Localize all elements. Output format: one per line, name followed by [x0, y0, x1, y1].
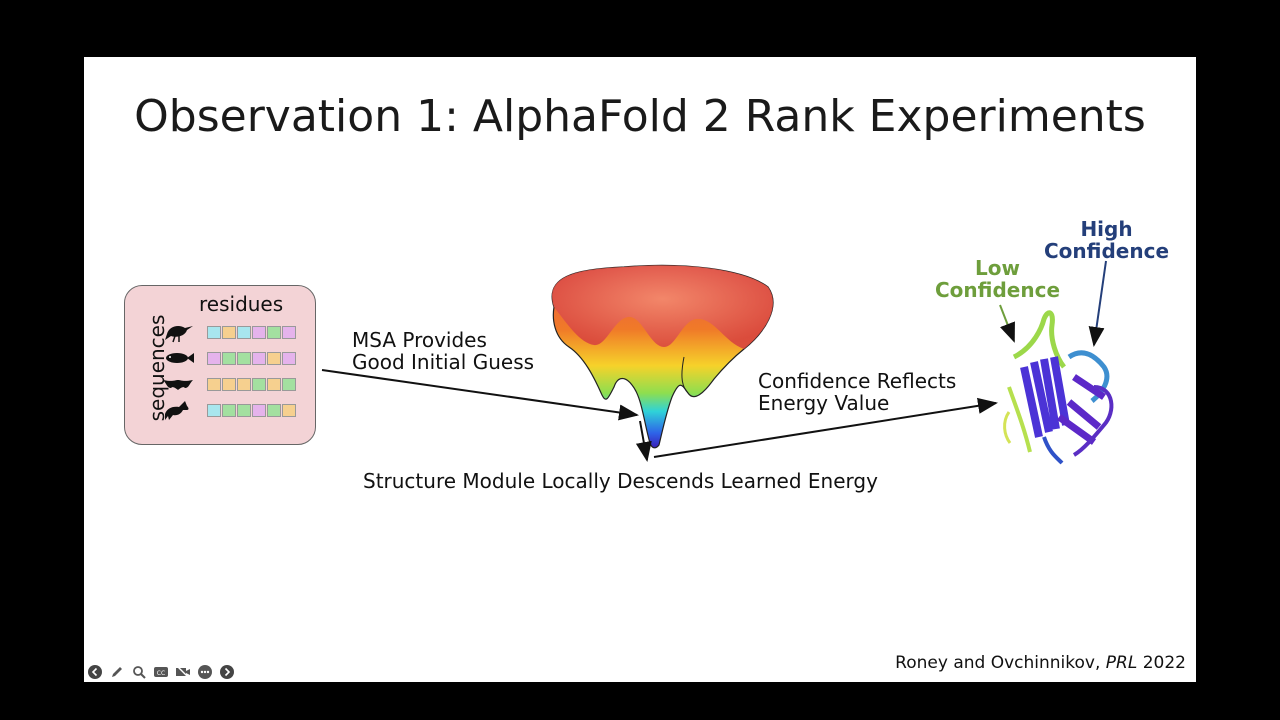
pen-icon[interactable] — [108, 663, 126, 681]
msa-row — [207, 404, 297, 418]
high-confidence-line1: High — [1080, 217, 1133, 241]
high-confidence-label: High Confidence — [1044, 218, 1169, 262]
msa-cell — [282, 352, 296, 365]
msa-cell — [222, 352, 236, 365]
protein-structure — [1003, 310, 1114, 465]
msa-cell — [282, 378, 296, 391]
presentation-controls: CC — [86, 663, 236, 681]
msa-cell — [237, 352, 251, 365]
msa-cell — [207, 326, 221, 339]
msa-cell — [237, 326, 251, 339]
citation: Roney and Ovchinnikov, PRL 2022 — [895, 653, 1186, 673]
structure-label: Structure Module Locally Descends Learne… — [363, 469, 878, 493]
msa-label-line2: Good Initial Guess — [352, 350, 535, 374]
msa-cell — [222, 378, 236, 391]
low-confidence-label: Low Confidence — [935, 257, 1060, 301]
fish-icon — [161, 346, 195, 370]
bird-icon — [161, 320, 195, 344]
msa-cell — [237, 378, 251, 391]
more-icon[interactable] — [196, 663, 214, 681]
captions-icon[interactable]: CC — [152, 663, 170, 681]
msa-cell — [282, 326, 296, 339]
confidence-label-line1: Confidence Reflects — [758, 369, 957, 393]
msa-row — [207, 326, 297, 340]
zoom-icon[interactable] — [130, 663, 148, 681]
msa-cell — [222, 326, 236, 339]
svg-text:CC: CC — [157, 670, 165, 677]
msa-cell — [237, 404, 251, 417]
citation-journal: PRL — [1105, 653, 1138, 673]
msa-cell — [267, 352, 281, 365]
msa-cell — [252, 326, 266, 339]
msa-cell — [207, 352, 221, 365]
msa-cell — [282, 404, 296, 417]
msa-cell — [252, 378, 266, 391]
low-confidence-line1: Low — [975, 256, 1020, 280]
energy-landscape — [551, 264, 774, 449]
citation-authors: Roney and Ovchinnikov, — [895, 653, 1106, 673]
bat-icon — [161, 372, 195, 396]
horse-icon — [161, 398, 195, 422]
msa-row — [207, 352, 297, 366]
confidence-label-line2: Energy Value — [758, 391, 890, 415]
msa-cell — [252, 404, 266, 417]
slide-title: Observation 1: AlphaFold 2 Rank Experime… — [134, 91, 1146, 142]
msa-cell — [207, 404, 221, 417]
msa-label-line1: MSA Provides — [352, 328, 487, 352]
low-confidence-line2: Confidence — [935, 278, 1061, 302]
msa-cell — [267, 404, 281, 417]
msa-row — [207, 378, 297, 392]
residues-label: residues — [199, 292, 284, 316]
msa-cell — [267, 326, 281, 339]
msa-cell — [222, 404, 236, 417]
msa-cell — [252, 352, 266, 365]
camera-off-icon[interactable] — [174, 663, 192, 681]
msa-cell — [207, 378, 221, 391]
msa-cell — [267, 378, 281, 391]
slide: Observation 1: AlphaFold 2 Rank Experime… — [84, 57, 1196, 682]
prev-icon[interactable] — [86, 663, 104, 681]
msa-box: residues sequences — [124, 285, 316, 445]
citation-year: 2022 — [1137, 653, 1186, 673]
high-confidence-line2: Confidence — [1044, 239, 1170, 263]
next-icon[interactable] — [218, 663, 236, 681]
